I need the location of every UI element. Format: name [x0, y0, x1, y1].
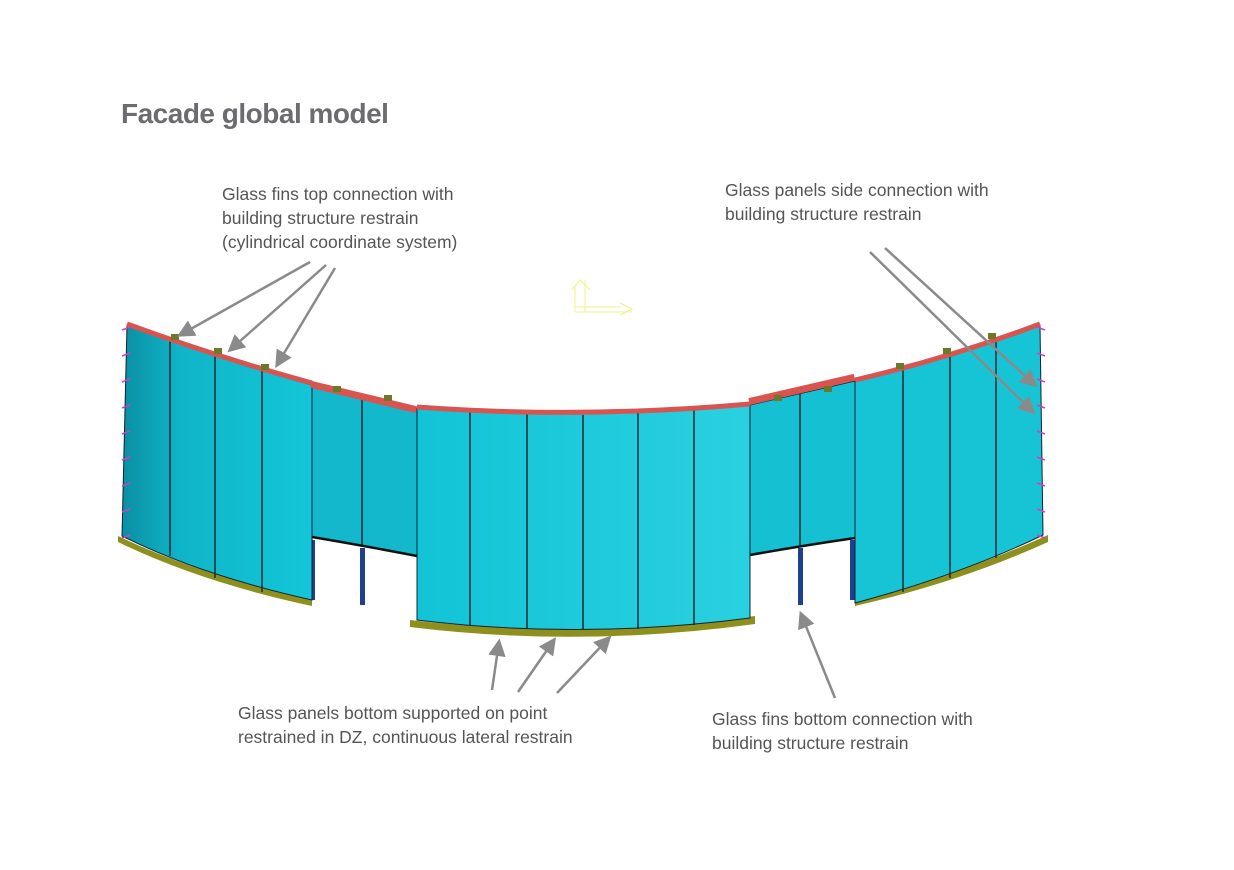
side-restraint-left — [121, 534, 131, 539]
fin-top-connector — [171, 334, 179, 340]
door-lintel-right — [749, 536, 856, 557]
side-restraint-right — [1036, 430, 1046, 435]
annotation-fins-top: Glass fins top connection with building … — [222, 184, 458, 252]
arrow-fin-top-3 — [275, 267, 337, 369]
page-title: Facade global model — [121, 98, 389, 129]
fin-top-connector — [896, 363, 904, 369]
glass-fin-post — [798, 548, 803, 605]
fin-top-connector — [384, 395, 392, 401]
side-restraint-right — [1036, 378, 1046, 383]
fin-top-connector — [261, 364, 269, 370]
annotation-panels-bottom: Glass panels bottom supported on point r… — [238, 703, 573, 747]
annotation-arrows — [176, 247, 1038, 699]
arrow-side-2 — [869, 251, 1036, 415]
side-restraint-right — [1036, 534, 1046, 539]
fin-top-connector — [333, 386, 341, 392]
door-lintel-left — [311, 535, 418, 558]
side-restraint-right — [1036, 404, 1046, 409]
side-restraint-right — [1036, 326, 1046, 331]
arrow-side-1 — [884, 247, 1038, 388]
coordinate-axis-icon — [571, 279, 634, 316]
annotation-fins-bottom: Glass fins bottom connection with buildi… — [712, 709, 973, 753]
glass-fin-post — [360, 548, 365, 605]
fin-top-connector — [214, 348, 222, 354]
arrow-bottom-2 — [516, 637, 556, 693]
side-restraint-left — [121, 482, 131, 487]
side-restraint-right — [1036, 456, 1046, 461]
side-restraint-right — [1036, 482, 1046, 487]
glass-wing-left — [121, 324, 313, 601]
arrow-bottom-1 — [488, 638, 506, 691]
arrow-fin-top-2 — [227, 264, 327, 353]
glass-door-section-right — [749, 380, 856, 556]
side-restraint-left — [121, 508, 131, 513]
side-restraint-left — [121, 430, 131, 435]
side-restraint-right — [1036, 352, 1046, 357]
top-beam-left — [126, 321, 313, 386]
annotation-panels-side: Glass panels side connection with buildi… — [725, 180, 989, 224]
side-restraint-left — [121, 404, 131, 409]
fin-top-connector — [774, 395, 782, 401]
arrow-fin-bottom — [798, 610, 837, 699]
side-restraint-left — [121, 456, 131, 461]
fin-top-connector — [943, 348, 951, 354]
fin-top-connector — [988, 333, 996, 339]
glass-fin-post — [850, 540, 855, 600]
side-restraint-left — [121, 378, 131, 383]
fin-top-connector — [824, 386, 832, 392]
top-beam-right — [854, 321, 1041, 383]
side-restraint-left — [121, 352, 131, 357]
arrow-fin-top-1 — [176, 260, 311, 337]
side-restraint-left — [121, 326, 131, 331]
base-support-center — [410, 616, 755, 637]
side-restraint-right — [1036, 508, 1046, 513]
arrow-bottom-3 — [556, 635, 612, 694]
top-beam-center — [416, 401, 751, 415]
